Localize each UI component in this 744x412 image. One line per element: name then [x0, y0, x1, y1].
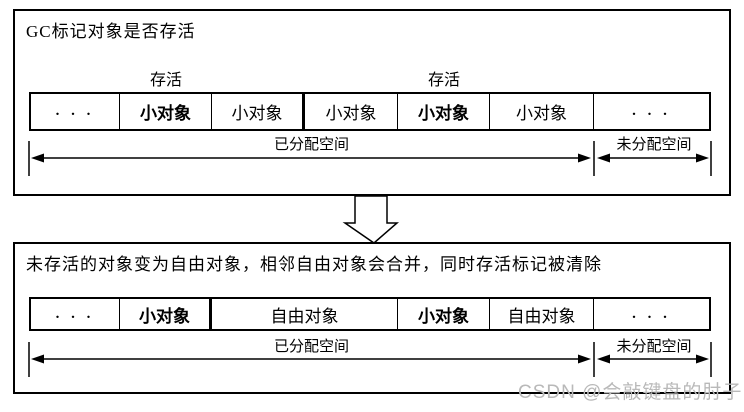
memory-cell-small-object-alive: 小对象: [398, 299, 490, 329]
memory-cell-small-object: 小对象: [212, 94, 305, 129]
memory-cell-small-object: 小对象: [305, 94, 398, 129]
gc-sweep-panel-title: 未存活的对象变为自由对象，相邻自由对象会合并，同时存活标记被清除: [26, 255, 602, 274]
memory-row-marked: . . . 小对象 小对象 小对象 小对象 小对象 . . .: [29, 92, 711, 131]
memory-cell-small-object-alive: 小对象: [398, 94, 490, 129]
memory-cell-free-object: 自由对象: [490, 299, 594, 329]
memory-cell-ellipsis: . . .: [31, 94, 120, 129]
unallocated-space-label: 未分配空间: [616, 137, 692, 153]
alive-label-right: 存活: [427, 72, 460, 89]
memory-cell-ellipsis: . . .: [632, 103, 671, 119]
memory-cell-free-object: 自由对象: [212, 299, 398, 329]
memory-cell-small-object-alive: 小对象: [120, 299, 212, 329]
gc-mark-panel-title: GC标记对象是否存活: [26, 22, 196, 41]
memory-row-swept: . . . 小对象 自由对象 小对象 自由对象 . . .: [29, 297, 711, 331]
down-arrow-icon: [342, 195, 400, 244]
allocated-space-label: 已分配空间: [273, 339, 349, 355]
unallocated-space-label: 未分配空间: [616, 339, 692, 355]
allocated-space-label: 已分配空间: [273, 137, 349, 153]
memory-cell-small-object: 小对象: [490, 94, 594, 129]
csdn-watermark: CSDN @会敲键盘的肘子: [518, 382, 743, 403]
alive-label-left: 存活: [149, 72, 182, 89]
memory-cell-small-object-alive: 小对象: [120, 94, 212, 129]
memory-cell-ellipsis: . . .: [632, 305, 671, 322]
memory-cell-ellipsis: . . .: [31, 299, 120, 329]
